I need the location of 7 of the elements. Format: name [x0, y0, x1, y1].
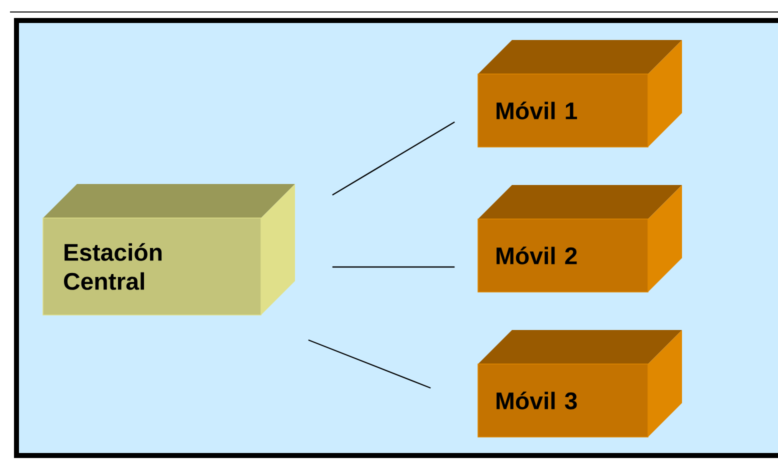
- connector-line: [332, 266, 455, 268]
- mobile-box: Móvil 1: [478, 40, 682, 148]
- connector-line: [332, 121, 455, 196]
- mobile-box: Móvil 2: [478, 185, 682, 292]
- mobile-box: Móvil 3: [478, 330, 682, 438]
- station-box: Estación Central: [42, 184, 295, 316]
- connector-line: [308, 339, 431, 389]
